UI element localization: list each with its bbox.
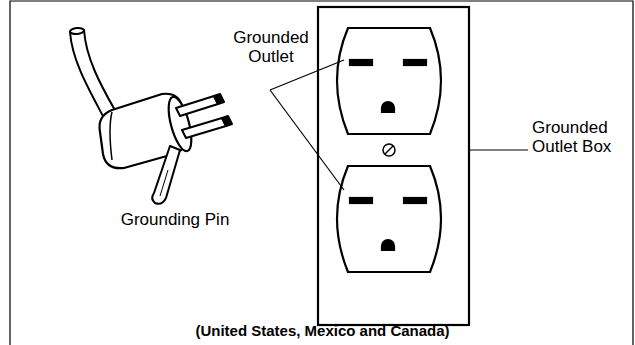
- outlet-box-plate: [318, 7, 469, 325]
- caption: (United States, Mexico and Canada): [20, 322, 625, 339]
- outlet-label: Grounded Outlet: [225, 28, 317, 66]
- leader-lines: [270, 60, 528, 190]
- plate-screw: [383, 144, 395, 156]
- power-cord: [70, 27, 116, 118]
- grounding-pin: [152, 146, 180, 204]
- plug-blades: [176, 94, 232, 138]
- outlet-box-label: Grounded Outlet Box: [532, 118, 627, 156]
- grounded-outlets: [337, 28, 441, 272]
- frame: [10, 1, 633, 345]
- pin-label: Grounding Pin: [115, 210, 235, 229]
